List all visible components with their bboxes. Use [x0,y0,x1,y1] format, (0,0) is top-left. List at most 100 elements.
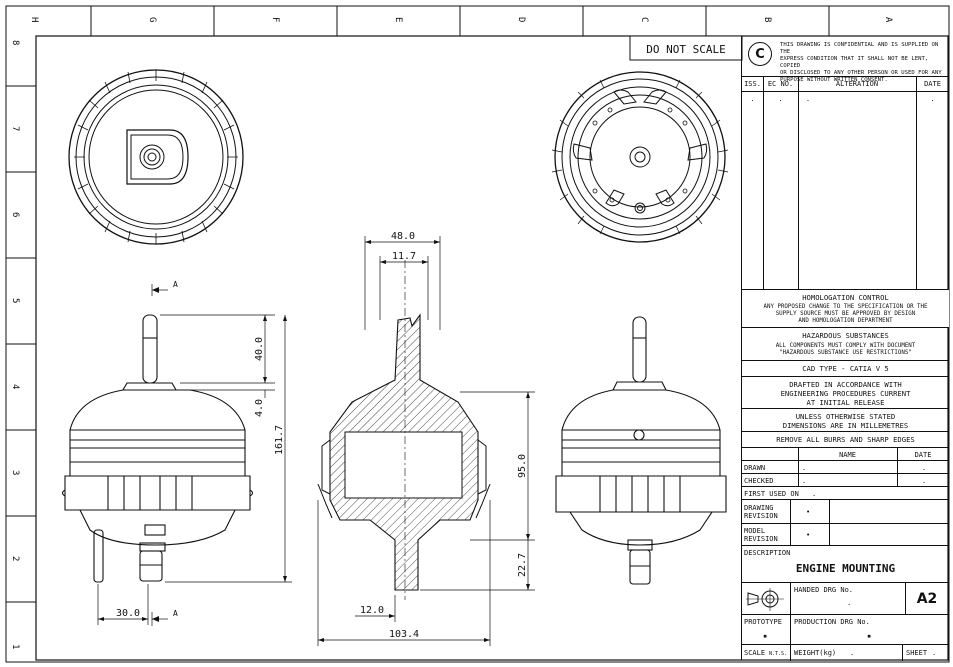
handed-row: HANDED DRG No. . A2 [742,582,949,615]
handed-value: . [847,599,852,607]
col-h: H [29,17,39,22]
row-1: 1 [10,644,20,649]
dim-48: 48.0 [391,231,415,242]
model-revision-value: • [806,531,811,539]
drawing-revision-value: • [806,508,811,516]
column-labels: H G F E D C B A [29,17,893,23]
row-8: 8 [10,40,20,45]
signoff-name-header: NAME [839,451,856,459]
signoff-header-row: NAME DATE [742,447,949,461]
model-revision-label: MODEL REVISION [744,527,778,543]
row-6: 6 [10,212,20,217]
description-value: ENGINE MOUNTING [795,562,896,575]
handed-label: HANDED DRG No. [794,586,854,594]
drafted-line: DRAFTED IN ACCORDANCE WITH [789,380,902,389]
col-e: E [393,17,403,22]
drafted-line: ENGINEERING PROCEDURES CURRENT [780,389,911,398]
sheet-size: A2 [916,591,938,607]
drawing-revision-label: DRAWING REVISION [744,504,778,520]
do-not-scale-text: DO NOT SCALE [646,43,725,56]
column-ticks [90,6,830,36]
rev-date-value: . [930,95,935,103]
dim-30: 30.0 [116,608,140,619]
prototype-value: ▪ [763,632,768,640]
title-block: C THIS DRAWING IS CONFIDENTIAL AND IS SU… [741,36,949,661]
rev-header-date: DATE [924,80,941,88]
homologation-section: HOMOLOGATION CONTROL ANY PROPOSED CHANGE… [742,289,949,327]
homologation-title: HOMOLOGATION CONTROL [802,293,889,302]
rev-header-ec: EC NO. [767,80,794,88]
sheet-label: SHEET [906,649,928,657]
section-label-bottom: A [173,609,178,618]
row-2: 2 [10,556,20,561]
drawing-revision-line: DRAWING [744,504,774,512]
row-5: 5 [10,298,20,303]
row-7: 7 [10,126,20,131]
homologation-text: ANY PROPOSED CHANGE TO THE SPECIFICATION… [742,304,949,325]
production-value: ▪ [867,632,872,640]
model-revision-row: MODEL REVISION • [742,523,949,546]
dim-40: 40.0 [254,337,265,361]
copyright-icon: C [748,42,772,66]
section-label-top: A [173,280,178,289]
hazardous-title: HAZARDOUS SUBSTANCES [802,331,889,340]
first-used-row: FIRST USED ON . [742,486,949,499]
dim-12: 12.0 [360,605,384,616]
rev-header-alteration: ALTERATION [835,80,879,88]
inner-frame [35,35,949,661]
revision-table: ISS. EC NO. ALTERATION DATE . . . . [742,76,949,327]
homologation-line: SUPPLY SOURCE MUST BE APPROVED BY DESIGN [775,311,916,317]
dimension-arrows [98,240,530,642]
dim-103-4: 103.4 [389,629,419,640]
section-view [317,260,491,600]
description-label: DESCRIPTION [744,549,791,557]
dimension-lines [97,236,535,646]
drawn-value: . [802,464,807,472]
col-d: D [516,17,526,22]
confidential-notice: THIS DRAWING IS CONFIDENTIAL AND IS SUPP… [780,42,948,84]
cad-type-row: CAD TYPE - CATIA V 5 [742,360,949,376]
prototype-row: PROTOTYPE ▪ PRODUCTION DRG No. ▪ [742,614,949,645]
homologation-line: AND HOMOLOGATION DEPARTMENT [798,318,893,324]
checked-value: . [802,477,807,485]
col-g: G [147,17,157,22]
row-ticks [6,85,36,603]
copyright-symbol: C [755,46,765,62]
hazardous-section: HAZARDOUS SUBSTANCES ALL COMPONENTS MUST… [742,327,949,360]
model-revision-line: MODEL [744,527,766,535]
sheet-value: . [932,649,937,657]
signoff-date-header: DATE [914,451,932,459]
production-label: PRODUCTION DRG No. [794,618,870,626]
left-elevation [61,314,254,583]
scale-value: N.T.S. [769,651,788,657]
checked-label: CHECKED [744,477,774,485]
outer-frame [5,5,950,663]
top-view-right [551,71,729,243]
burrs-row: REMOVE ALL BURRS AND SHARP EDGES [742,431,949,447]
hazardous-line: "HAZARDOUS SUBSTANCE USE RESTRICTIONS" [779,350,912,356]
footer-row: SCALE N.T.S. WEIGHT(kg) . SHEET . [742,644,949,661]
drawn-label: DRAWN [744,464,766,472]
prototype-label: PROTOTYPE [744,618,782,626]
dimension-labels: 48.0 11.7 40.0 4.0 161.7 95.0 22.7 12.0 … [116,231,528,640]
dim-22-7: 22.7 [517,553,528,577]
first-used-label: FIRST USED ON [744,490,799,498]
right-elevation [555,316,727,585]
homologation-line: ANY PROPOSED CHANGE TO THE SPECIFICATION… [763,304,928,310]
confidential-line: THIS DRAWING IS CONFIDENTIAL AND IS SUPP… [780,42,939,55]
rev-header-iss: ISS. [744,80,761,88]
weight-label: WEIGHT(kg) [794,649,837,657]
hazardous-line: ALL COMPONENTS MUST COMPLY WITH DOCUMENT [775,343,916,349]
first-used-value: . [812,490,817,498]
units-line: UNLESS OTHERWISE STATED [795,412,896,421]
confidential-line: PURPOSE WITHOUT WRITTEN CONSENT. [780,77,888,83]
row-3: 3 [10,470,20,475]
weight-value: . [850,649,855,657]
dim-4: 4.0 [254,399,265,417]
confidential-line: OR DISCLOSED TO ANY OTHER PERSON OR USED… [780,70,942,76]
col-f: F [270,17,280,22]
confidential-line: EXPRESS CONDITION THAT IT SHALL NOT BE L… [780,56,929,69]
projection-symbol-icon [746,588,784,611]
dim-95: 95.0 [517,454,528,478]
